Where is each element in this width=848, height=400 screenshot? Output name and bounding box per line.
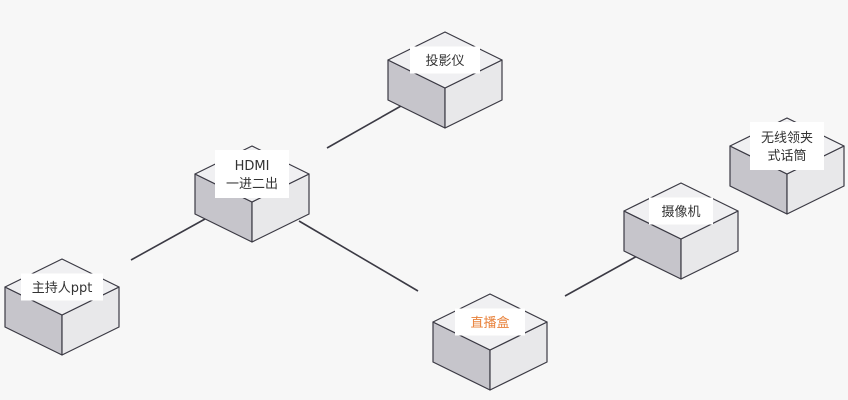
device-box-icon: [432, 293, 548, 391]
node-label-text: 式话筒: [767, 148, 806, 164]
node-live-box[interactable]: 直播盒: [432, 293, 548, 391]
connector-hdmi-splitter-to-projector: [326, 105, 402, 149]
node-label-box: [21, 273, 103, 301]
connector-live-box-to-camera: [564, 254, 640, 297]
node-label-box: [215, 150, 289, 198]
node-host-ppt[interactable]: 主持人ppt: [4, 258, 120, 356]
device-box-icon: [4, 258, 120, 356]
node-label-text: 无线领夹: [761, 131, 813, 146]
node-label-text: 主持人ppt: [32, 281, 93, 296]
device-box-icon: [623, 182, 739, 280]
node-camera[interactable]: 摄像机: [623, 182, 739, 280]
node-label-box: [410, 46, 480, 74]
node-projector[interactable]: 投影仪: [387, 31, 503, 129]
node-label-text: 投影仪: [425, 53, 464, 69]
connector-hdmi-splitter-to-live-box: [298, 220, 419, 292]
device-box-icon: [387, 31, 503, 129]
connector-host-ppt-to-hdmi-splitter: [130, 218, 206, 261]
node-label-box: [455, 308, 525, 336]
node-label-text: 直播盒: [470, 315, 509, 331]
node-hdmi-splitter[interactable]: HDMI 一进二出: [194, 145, 310, 243]
node-label-text: 一进二出: [226, 177, 278, 192]
connectors-layer: [130, 105, 640, 297]
node-label-box: [649, 197, 713, 225]
node-label-text: 摄像机: [661, 205, 700, 220]
node-label-text: HDMI: [235, 159, 270, 174]
node-label-box: [750, 122, 824, 170]
